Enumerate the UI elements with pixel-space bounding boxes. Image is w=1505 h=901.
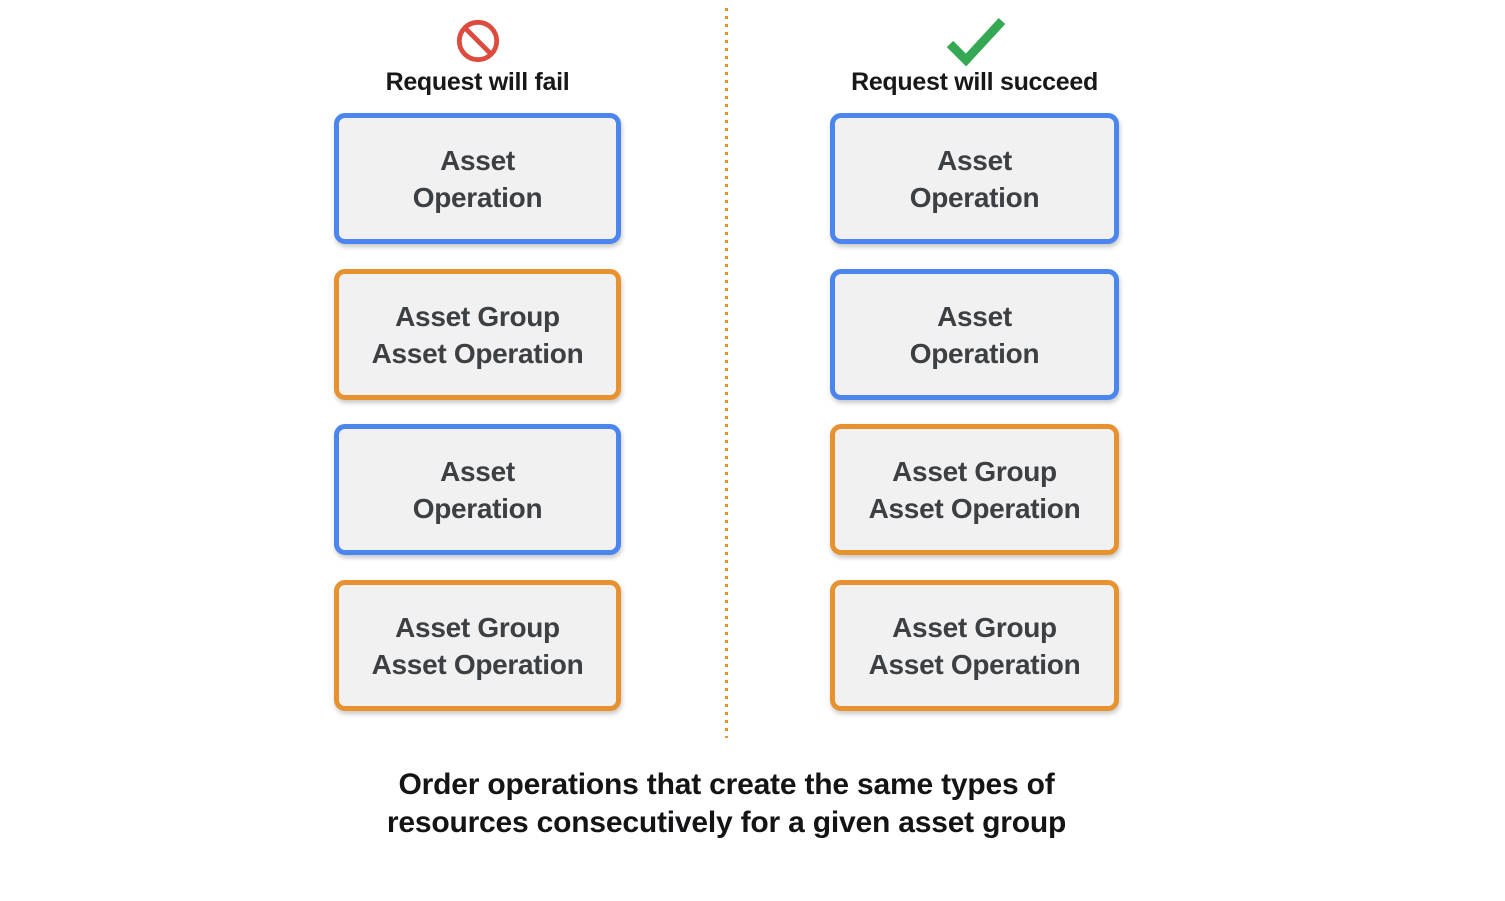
no-entry-icon — [334, 14, 621, 68]
box-label-line: Operation — [909, 337, 1040, 369]
asset-operation-box: Asset Operation — [830, 269, 1119, 400]
box-label-line: Asset Group — [892, 611, 1057, 643]
box-label-line: Operation — [412, 492, 543, 524]
box-label-line: Operation — [909, 181, 1040, 213]
checkmark-icon — [830, 14, 1119, 68]
box-label-line: Asset Group — [892, 455, 1057, 487]
asset-group-asset-operation-box: Asset Group Asset Operation — [334, 580, 621, 711]
diagram-caption: Order operations that create the same ty… — [0, 766, 1453, 842]
box-label-line: Asset Operation — [371, 337, 584, 369]
asset-group-asset-operation-box: Asset Group Asset Operation — [830, 580, 1119, 711]
caption-line: resources consecutively for a given asse… — [386, 806, 1067, 839]
asset-group-asset-operation-box: Asset Group Asset Operation — [334, 269, 621, 400]
box-label-line: Asset — [440, 144, 515, 176]
box-label-line: Operation — [412, 181, 543, 213]
asset-group-asset-operation-box: Asset Group Asset Operation — [830, 424, 1119, 555]
succeed-column-title: Request will succeed — [851, 68, 1098, 96]
asset-operation-box: Asset Operation — [830, 113, 1119, 244]
fail-column-title: Request will fail — [385, 68, 570, 96]
box-label-line: Asset Operation — [371, 648, 584, 680]
box-label-line: Asset — [937, 300, 1012, 332]
box-label-line: Asset — [937, 144, 1012, 176]
caption-line: Order operations that create the same ty… — [398, 768, 1055, 801]
dotted-divider-line — [725, 8, 728, 738]
box-label-line: Asset Operation — [868, 492, 1081, 524]
box-label-line: Asset Group — [395, 611, 560, 643]
box-label-line: Asset — [440, 455, 515, 487]
asset-operation-box: Asset Operation — [334, 424, 621, 555]
asset-operation-box: Asset Operation — [334, 113, 621, 244]
box-label-line: Asset Group — [395, 300, 560, 332]
box-label-line: Asset Operation — [868, 648, 1081, 680]
